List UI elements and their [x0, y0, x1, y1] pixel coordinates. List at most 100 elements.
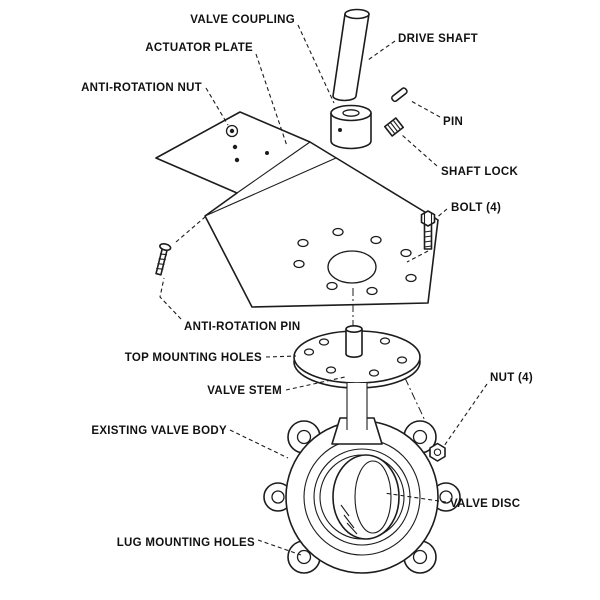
leader-drive-shaft: [367, 40, 396, 61]
hex-nut: [429, 442, 446, 462]
label-lug-mounting-holes: LUG MOUNTING HOLES: [117, 537, 255, 549]
bolt-head: [420, 210, 436, 227]
label-pin: PIN: [443, 116, 463, 128]
valve-disc-shading: [346, 522, 358, 535]
valve-coupling-set-screw: [338, 128, 342, 132]
shaft-lock-coil: [387, 124, 396, 135]
anti-rotation-nut-center: [229, 128, 235, 134]
plate-hole: [293, 259, 305, 269]
plate-fold-line-upper: [236, 141, 311, 194]
leader-anti-rotation-pin: [159, 277, 182, 320]
top-mounting-hole: [303, 348, 315, 356]
plate-hole: [326, 281, 338, 291]
shaft-lock-coil: [389, 121, 399, 133]
plate-hole: [332, 227, 344, 237]
lug-mounting-hole: [271, 490, 285, 504]
leader-actuator-plate: [255, 53, 288, 147]
bolt-thread: [424, 235, 432, 238]
drive-shaft-top: [344, 8, 370, 20]
anti-rotation-pin-thread: [157, 263, 165, 265]
anti-rotation-pin: [155, 243, 172, 276]
leader-shaft-lock: [401, 134, 438, 167]
existing-valve-body: [263, 417, 461, 574]
label-drive-shaft: DRIVE SHAFT: [398, 33, 478, 45]
valve-disc-face: [354, 460, 392, 534]
label-anti-rotation-pin: ANTI-ROTATION PIN: [184, 321, 300, 333]
bolt-thread: [424, 230, 432, 233]
leader-existing-valve-body: [229, 429, 289, 459]
valve-coupling-body: [330, 113, 372, 150]
shaft-lock-coil: [392, 119, 401, 130]
drive-shaft-body: [332, 13, 370, 102]
top-mounting-flange: [293, 324, 421, 389]
lug-mounting-hole: [296, 429, 312, 445]
top-mounting-hole: [318, 338, 330, 346]
leader-anti-rotation-nut: [205, 87, 229, 126]
plate-fold-line-lower: [204, 157, 337, 217]
pin-body: [391, 87, 408, 103]
hex-nut-bore: [433, 448, 442, 456]
leader-lug-mounting-holes: [257, 539, 302, 556]
top-mounting-hole: [368, 369, 380, 377]
anti-rotation-pin-thread: [159, 253, 168, 256]
plate-hole: [405, 273, 417, 283]
label-existing-valve-body: EXISTING VALVE BODY: [91, 425, 227, 437]
leader-bolt-to-hole: [406, 250, 429, 263]
pin: [391, 87, 408, 103]
top-mounting-hole: [379, 337, 391, 345]
anti-rotation-pin-thread: [158, 258, 166, 261]
hex-nut-body: [429, 442, 446, 462]
bolt: [420, 210, 436, 250]
lug-mounting-hole: [412, 549, 428, 565]
labels: VALVE COUPLING ACTUATOR PLATE ANTI-ROTAT…: [81, 14, 533, 549]
plate-rivet: [265, 151, 269, 155]
label-nut: NUT (4): [490, 372, 533, 384]
shaft-lock: [383, 117, 405, 137]
anti-rotation-pin-thread: [156, 267, 164, 270]
valve-stem-stub-top: [345, 324, 363, 333]
anti-rotation-pin-shank: [155, 247, 168, 276]
label-bolt: BOLT (4): [451, 202, 501, 214]
label-valve-disc: VALVE DISC: [450, 498, 520, 510]
leader-valve-disc: [383, 492, 447, 503]
valve-stem: [346, 383, 368, 430]
bolt-thread: [424, 240, 432, 243]
leader-valve-coupling: [297, 24, 335, 104]
leader-pin-to-plate: [175, 216, 206, 243]
leader-nut: [443, 383, 488, 447]
valve-disc-shading: [340, 504, 350, 517]
actuator-plate: [155, 111, 439, 308]
valve-disc-shading: [343, 514, 355, 529]
leader-top-mounting-holes: [265, 355, 297, 358]
plate-hole: [400, 248, 412, 258]
bolt-thread: [424, 245, 432, 248]
plate-hole: [366, 286, 378, 296]
valve-disc: [332, 454, 400, 540]
plate-center-hole: [327, 250, 377, 284]
valve-stem-fill: [347, 383, 367, 430]
plate-hole: [297, 238, 309, 248]
label-anti-rotation-nut: ANTI-ROTATION NUT: [81, 82, 202, 94]
plate-hole: [370, 235, 382, 245]
actuator-plate-outline: [155, 111, 439, 308]
lug-mounting-hole: [296, 549, 312, 565]
valve-coupling-bore: [342, 109, 360, 117]
leader-valve-stem: [285, 376, 346, 391]
valve-stem-stub: [345, 329, 363, 358]
anti-rotation-nut: [225, 124, 269, 163]
valve-coupling: [330, 104, 372, 150]
label-top-mounting-holes: TOP MOUNTING HOLES: [125, 352, 262, 364]
lug-mounting-hole: [412, 429, 428, 445]
label-shaft-lock: SHAFT LOCK: [441, 166, 518, 178]
lug-mounting-hole: [439, 490, 453, 504]
leader-lines: [159, 24, 488, 556]
label-valve-coupling: VALVE COUPLING: [190, 14, 295, 26]
label-actuator-plate: ACTUATOR PLATE: [145, 42, 253, 54]
label-valve-stem: VALVE STEM: [207, 385, 282, 397]
anti-rotation-pin-head: [159, 243, 172, 252]
top-mounting-hole: [325, 366, 337, 374]
leader-bolt: [434, 208, 448, 220]
leader-pin: [410, 100, 441, 118]
